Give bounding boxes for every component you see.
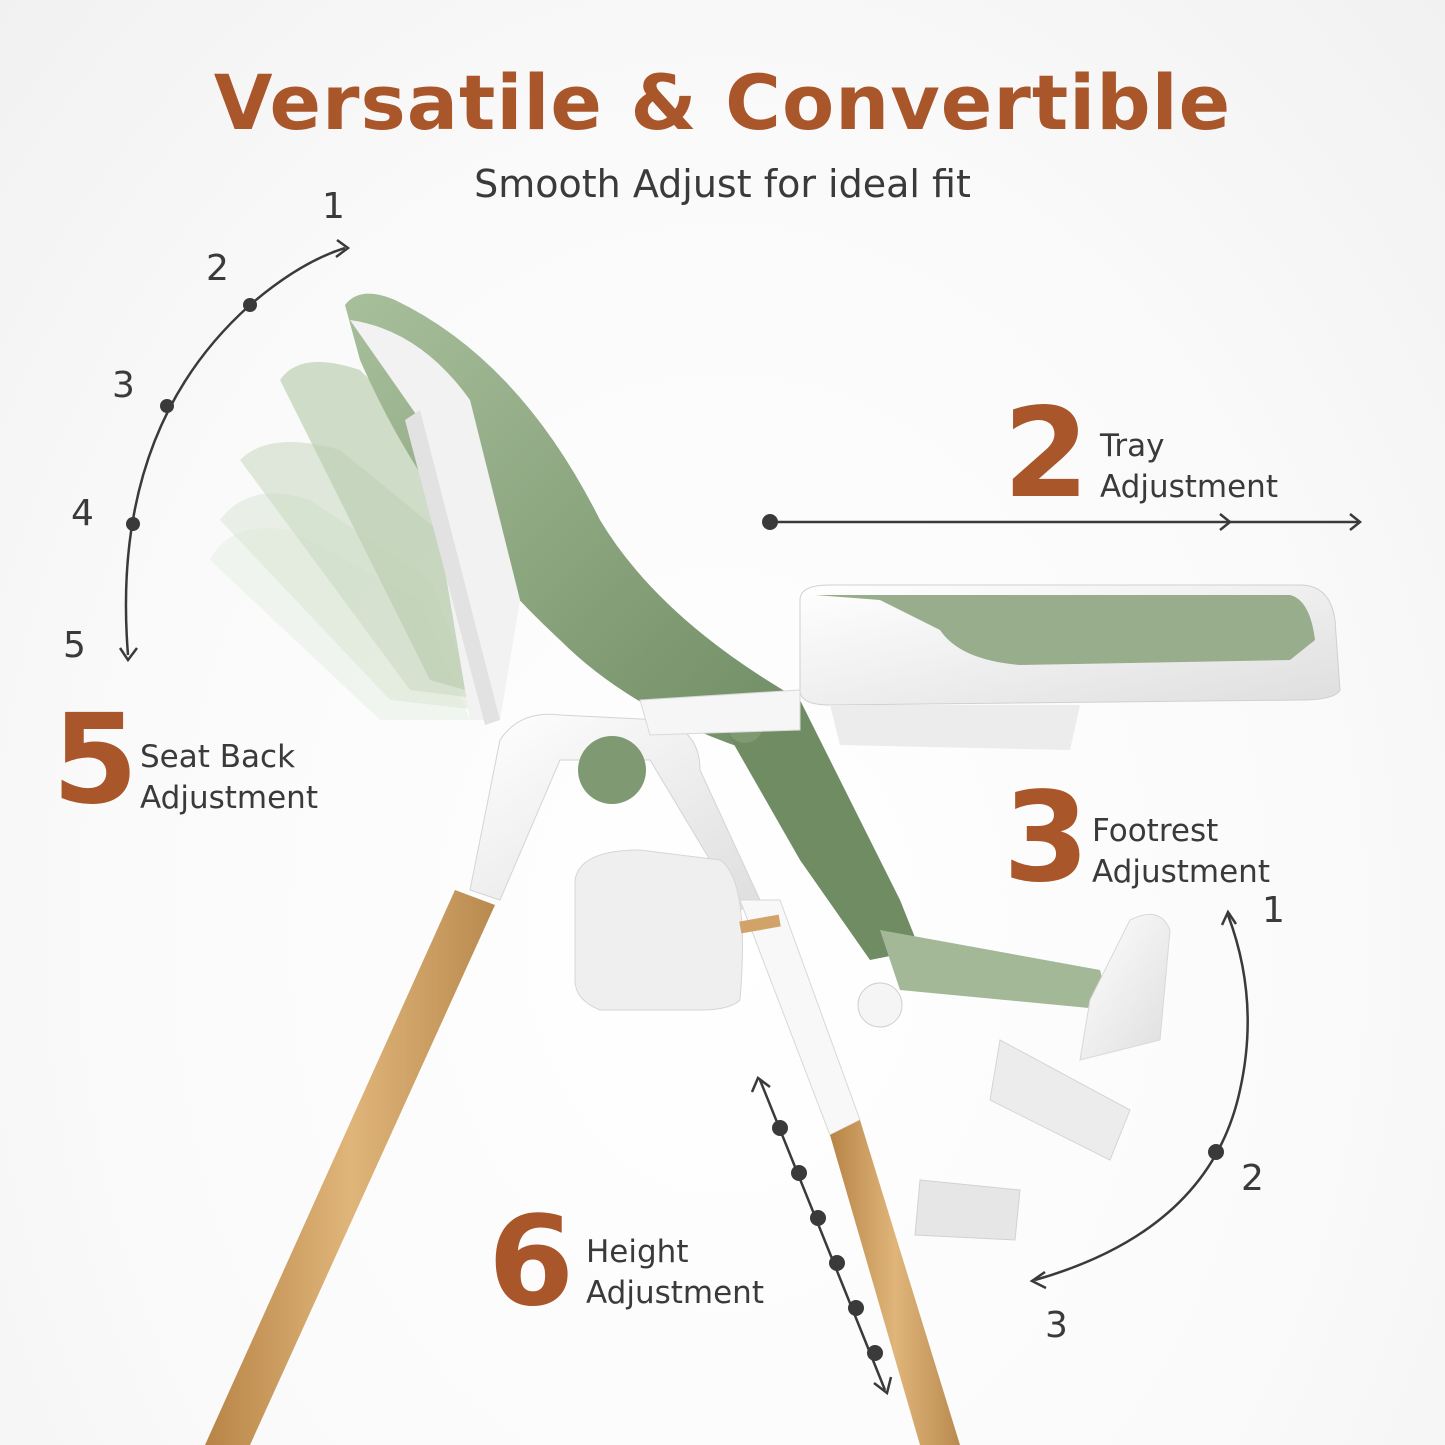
tray-label-line1: Tray: [1100, 428, 1165, 464]
seat-back-arc: [118, 238, 351, 663]
tray: [799, 584, 1341, 750]
footrest-label-line2: Adjustment: [1092, 854, 1270, 890]
tray-arrow-dot: [762, 514, 778, 530]
seat-back-position-4: 4: [71, 493, 94, 534]
ghost-seat-backs: [210, 362, 500, 720]
wood-collar: [739, 914, 781, 934]
arc-dot: [126, 517, 140, 531]
tray-label-line2: Adjustment: [1100, 469, 1278, 505]
frame: [469, 689, 861, 1136]
page-subtitle: Smooth Adjust for ideal fit: [474, 162, 971, 206]
footrest-position-1: 1: [1262, 890, 1285, 931]
tray-number: 2: [1003, 382, 1090, 526]
footrest-label-line1: Footrest: [1092, 813, 1219, 849]
arc-dot: [243, 298, 257, 312]
seat-pad: [720, 700, 920, 960]
tray-arrow: [770, 513, 1363, 531]
height-number: 6: [488, 1190, 575, 1334]
height-dots: [772, 1120, 883, 1361]
seat-back-label-line2: Adjustment: [140, 780, 318, 816]
footrest-position-3: 3: [1045, 1305, 1068, 1346]
seat-back-position-5: 5: [63, 625, 86, 666]
footrest: [857, 913, 1171, 1241]
footrest-arc: [1029, 909, 1249, 1290]
seat-back-label-line1: Seat Back: [140, 739, 296, 775]
front-wood-leg: [205, 890, 495, 1445]
footrest-position-2: 2: [1241, 1158, 1264, 1199]
leg-pad: [880, 930, 1110, 1010]
height-label-line2: Adjustment: [586, 1275, 764, 1311]
height-label-line1: Height: [586, 1234, 689, 1270]
seat-back-position-3: 3: [112, 365, 135, 406]
rear-wood-leg: [830, 1120, 960, 1445]
footrest-number: 3: [1003, 766, 1090, 910]
seat-back: [345, 293, 800, 760]
footrest-arc-dot: [1208, 1144, 1224, 1160]
arc-dot: [160, 399, 174, 413]
seat-back-position-1: 1: [322, 186, 345, 227]
seat-back-position-2: 2: [206, 248, 229, 289]
seat-back-number: 5: [52, 688, 139, 832]
page-title: Versatile & Convertible: [213, 58, 1232, 147]
